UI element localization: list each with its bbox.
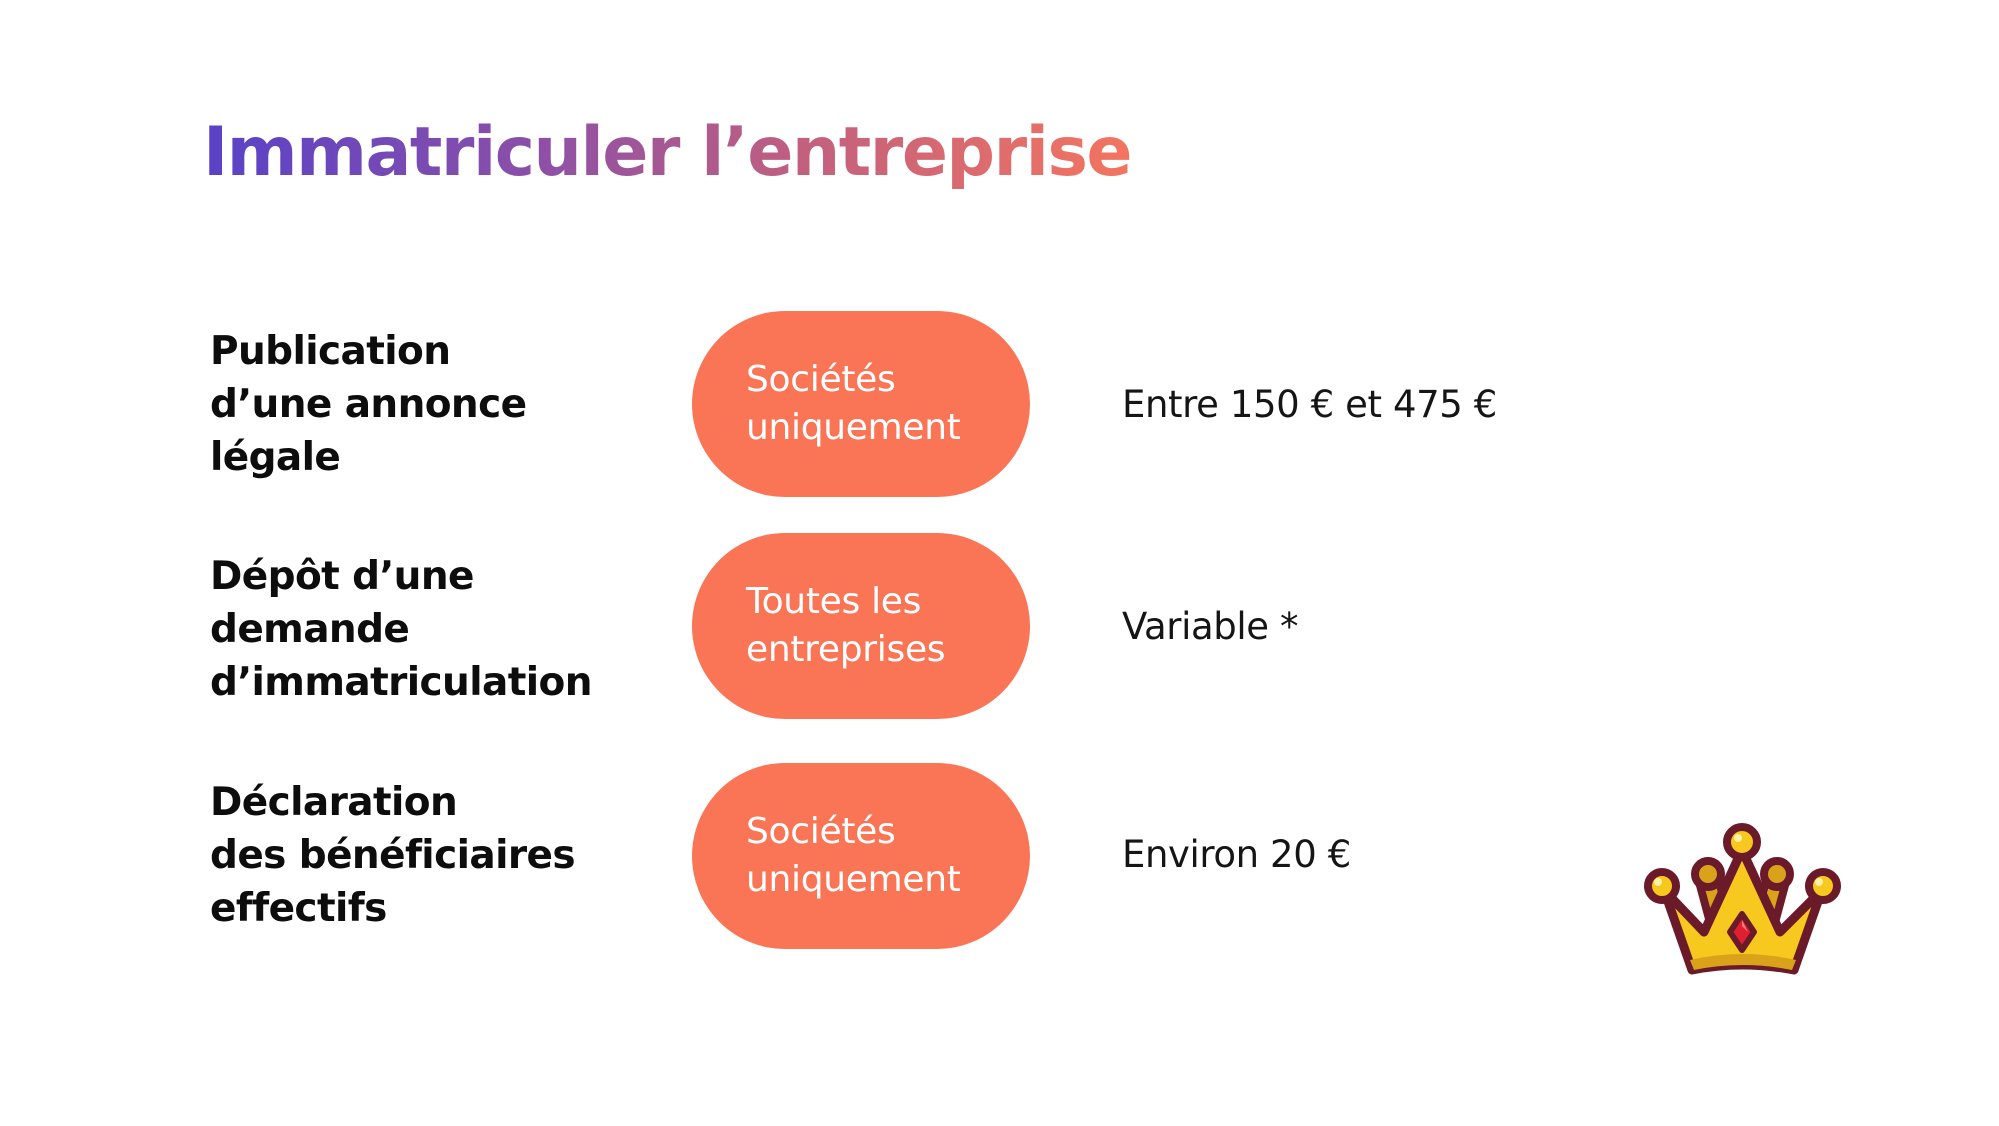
cost-value: Entre 150 € et 475 €: [1122, 383, 1497, 426]
slide-title: Immatriculer l’entreprise: [203, 108, 1133, 198]
step-label: Dépôt d’une demande d’immatriculation: [210, 554, 592, 705]
step-label: Publication d’une annonce légale: [210, 329, 527, 480]
cost-value: Variable *: [1122, 605, 1299, 648]
table-row: Dépôt d’une demande d’immatriculation To…: [0, 533, 1999, 719]
scope-badge-text: Sociétés uniquement: [746, 811, 961, 900]
table-row: Déclaration des bénéficiaires effectifs …: [0, 763, 1999, 949]
scope-badge: Toutes les entreprises: [692, 533, 1030, 719]
scope-badge: Sociétés uniquement: [692, 311, 1030, 497]
scope-badge: Sociétés uniquement: [692, 763, 1030, 949]
cost-value: Environ 20 €: [1122, 833, 1351, 876]
table-row: Publication d’une annonce légale Société…: [0, 311, 1999, 497]
crown-icon: [1640, 820, 1845, 990]
scope-badge-text: Toutes les entreprises: [746, 581, 946, 670]
step-label: Déclaration des bénéficiaires effectifs: [210, 780, 576, 931]
scope-badge-text: Sociétés uniquement: [746, 359, 961, 448]
